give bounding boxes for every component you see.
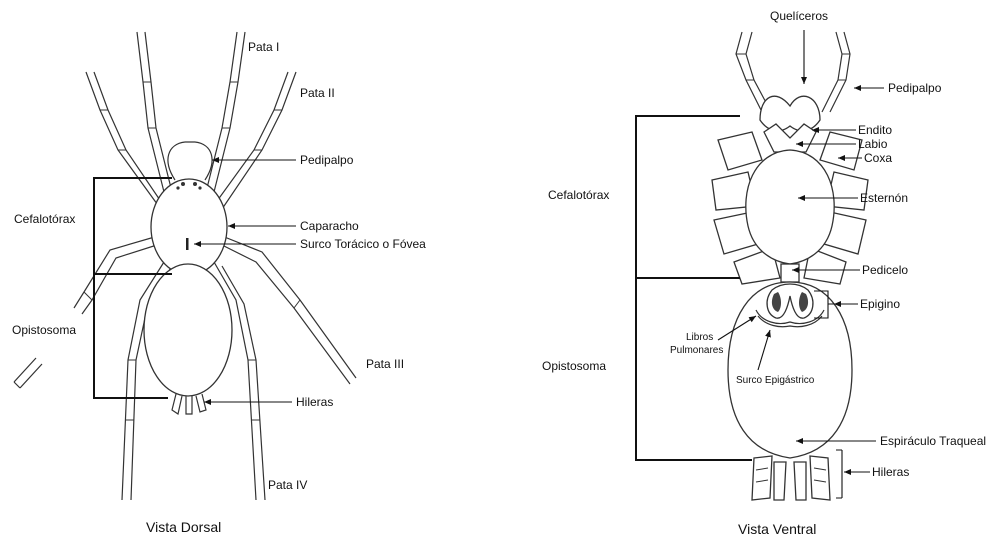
dorsal-spinnerets	[172, 394, 206, 414]
fovea-mark	[186, 238, 189, 250]
label-pedipalpo-ventral: Pedipalpo	[888, 81, 942, 95]
label-opistosoma: Opistosoma	[12, 323, 76, 337]
label-esternon: Esternón	[860, 191, 908, 205]
label-opistosoma-ventral: Opistosoma	[542, 359, 606, 373]
carapace	[151, 179, 227, 275]
label-pulmonares: Pulmonares	[670, 345, 723, 356]
label-pata-1: Pata I	[248, 40, 279, 54]
endites-labium	[764, 124, 816, 152]
label-pata-3: Pata III	[366, 357, 404, 371]
label-surco-toracico: Surco Torácico o Fóvea	[300, 237, 426, 251]
detached-leg-tip	[14, 358, 42, 388]
leg-2-right	[212, 72, 296, 212]
label-pedicelo: Pedicelo	[862, 263, 908, 277]
caption-vista-ventral: Vista Ventral	[738, 521, 816, 537]
leg-2-left	[86, 72, 168, 212]
ventral-opisthosoma	[728, 282, 852, 458]
leg-3-right	[220, 236, 356, 384]
dorsal-opisthosoma	[144, 264, 232, 396]
leg-1-left	[137, 32, 173, 196]
dorsal-view: Pata I Pata II Pedipalpo Cefalotórax Cap…	[12, 32, 426, 535]
label-caparacho: Caparacho	[300, 219, 359, 233]
label-libros: Libros	[686, 332, 713, 343]
caption-vista-dorsal: Vista Dorsal	[146, 519, 221, 535]
ventral-view: Quelíceros Pedipalpo Endito Labio Coxa C…	[542, 9, 986, 537]
label-coxa: Coxa	[864, 151, 892, 165]
ventral-spinnerets	[752, 456, 830, 500]
label-cefalotorax: Cefalotórax	[14, 212, 75, 226]
label-pata-2: Pata II	[300, 86, 335, 100]
label-pedipalpo: Pedipalpo	[300, 153, 354, 167]
label-hileras-ventral: Hileras	[872, 465, 909, 479]
sternum	[746, 150, 834, 264]
label-hileras: Hileras	[296, 395, 333, 409]
label-epigino: Epigino	[860, 297, 900, 311]
label-espiraculo-traqueal: Espiráculo Traqueal	[880, 434, 986, 448]
ventral-pedipalp-left	[736, 32, 770, 112]
label-surco-epigastrico: Surco Epigástrico	[736, 375, 815, 386]
dorsal-pedipalps	[168, 142, 212, 180]
ventral-pedipalp-right	[822, 32, 850, 112]
chelicerae	[760, 96, 820, 131]
label-endito: Endito	[858, 123, 892, 137]
label-pata-4: Pata IV	[268, 478, 307, 492]
label-labio: Labio	[858, 137, 888, 151]
label-cefalotorax-ventral: Cefalotórax	[548, 188, 609, 202]
label-queliceros: Quelíceros	[770, 9, 828, 23]
pedicel	[781, 264, 799, 282]
